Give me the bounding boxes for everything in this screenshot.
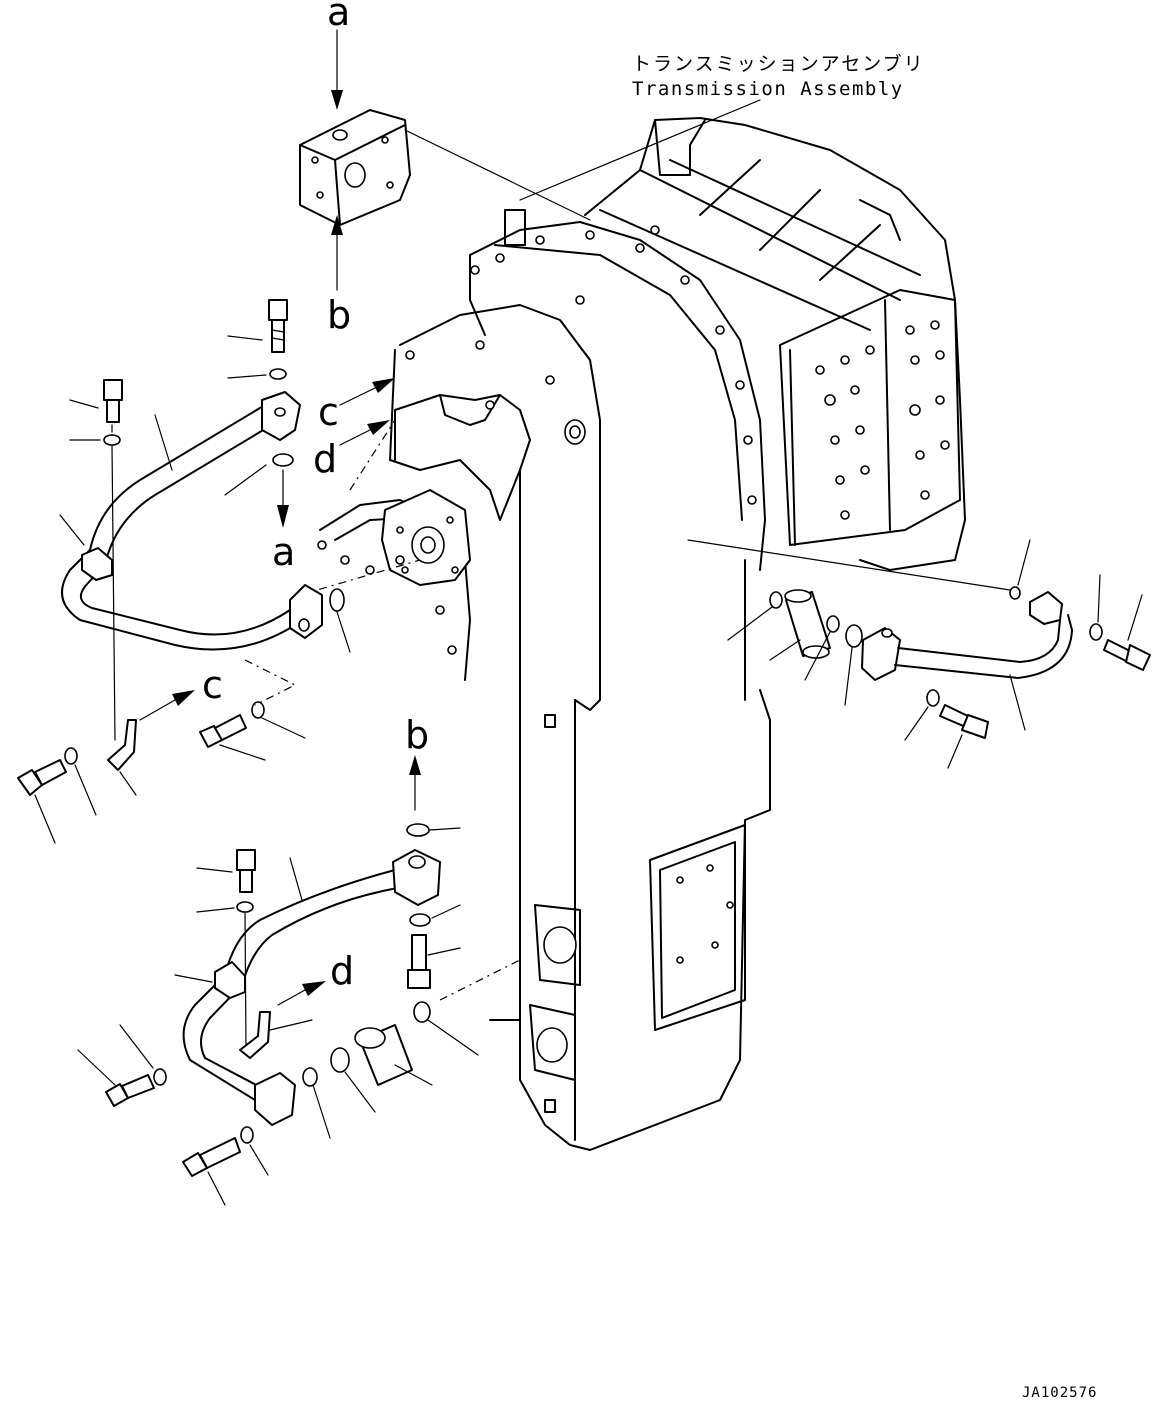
- bolt-3: [17, 759, 67, 844]
- pipe-upper: [61, 404, 296, 651]
- pipe-flange-bottom: [289, 584, 323, 639]
- housing-bolt-holes: [405, 225, 757, 505]
- inspection-cover: [649, 824, 746, 1031]
- washer-6: [926, 689, 940, 707]
- bolt-9: [77, 1049, 155, 1107]
- pipe-flange-top-lower: [392, 849, 441, 906]
- valve-block-holes: [815, 320, 950, 520]
- o-ring-5: [845, 624, 863, 648]
- mark-d-lower: d: [330, 949, 354, 993]
- pipe-flange-bottom-lower: [254, 1072, 296, 1126]
- washer-10: [240, 1126, 254, 1144]
- mark-c-upper: c: [318, 390, 339, 434]
- washer-4: [251, 701, 265, 719]
- assembly-leader-line: [519, 99, 761, 201]
- mark-a-lower: a: [272, 530, 295, 574]
- lower-pipe-assembly: b: [77, 713, 521, 1206]
- o-ring-3: [769, 591, 783, 609]
- bolt-10: [182, 1137, 241, 1206]
- washer-1: [269, 368, 287, 380]
- o-ring-2: [329, 588, 345, 612]
- mark-b-top: b: [327, 293, 351, 337]
- mark-a-top: a: [327, 0, 350, 34]
- bolt-4: [199, 714, 266, 761]
- o-ring-10: [302, 1067, 318, 1087]
- o-ring-8: [413, 1001, 431, 1023]
- drawing-code: JA102576: [1022, 1385, 1097, 1401]
- pipe-flange-right: [861, 627, 901, 681]
- o-ring-7: [406, 823, 430, 837]
- washer-5: [1089, 623, 1103, 641]
- mark-c-lower: c: [202, 663, 223, 707]
- o-ring-4: [826, 615, 840, 633]
- pipe-clamp-lower: [214, 961, 246, 999]
- upper-pipe-assembly: a c: [17, 299, 351, 844]
- side-flange-lower: [529, 1004, 576, 1081]
- valve-block-top: [299, 109, 591, 226]
- washer-8: [409, 913, 431, 927]
- bolt-7: [196, 849, 256, 893]
- mark-d-upper: d: [313, 437, 337, 481]
- bolt-8: [407, 934, 461, 989]
- bolt-5: [1103, 594, 1151, 671]
- washer-7: [236, 901, 254, 913]
- o-ring-6: [1009, 586, 1021, 600]
- o-ring-1: [272, 453, 294, 467]
- washer-3: [64, 747, 78, 765]
- assembly-label-jp: トランスミッションアセンブリ: [632, 52, 925, 75]
- pipe-bracket: [107, 719, 137, 771]
- pump-flange: [317, 489, 471, 681]
- pipe-bracket-lower: [239, 1011, 271, 1059]
- pipe-clamp: [81, 547, 113, 581]
- bolt-1: [227, 299, 288, 353]
- washer-9: [153, 1068, 167, 1086]
- washer-2: [103, 434, 121, 446]
- o-ring-9: [330, 1047, 350, 1073]
- assembly-label-en: Transmission Assembly: [632, 78, 904, 100]
- side-flange-upper: [534, 904, 581, 986]
- bolt-6: [939, 704, 989, 769]
- transmission-housing: [389, 117, 966, 1151]
- bolt-2: [69, 379, 123, 423]
- mark-b-lower: b: [405, 713, 429, 757]
- right-pipe-assembly: [687, 539, 1151, 769]
- pipe-flange-right-end: [1029, 591, 1063, 625]
